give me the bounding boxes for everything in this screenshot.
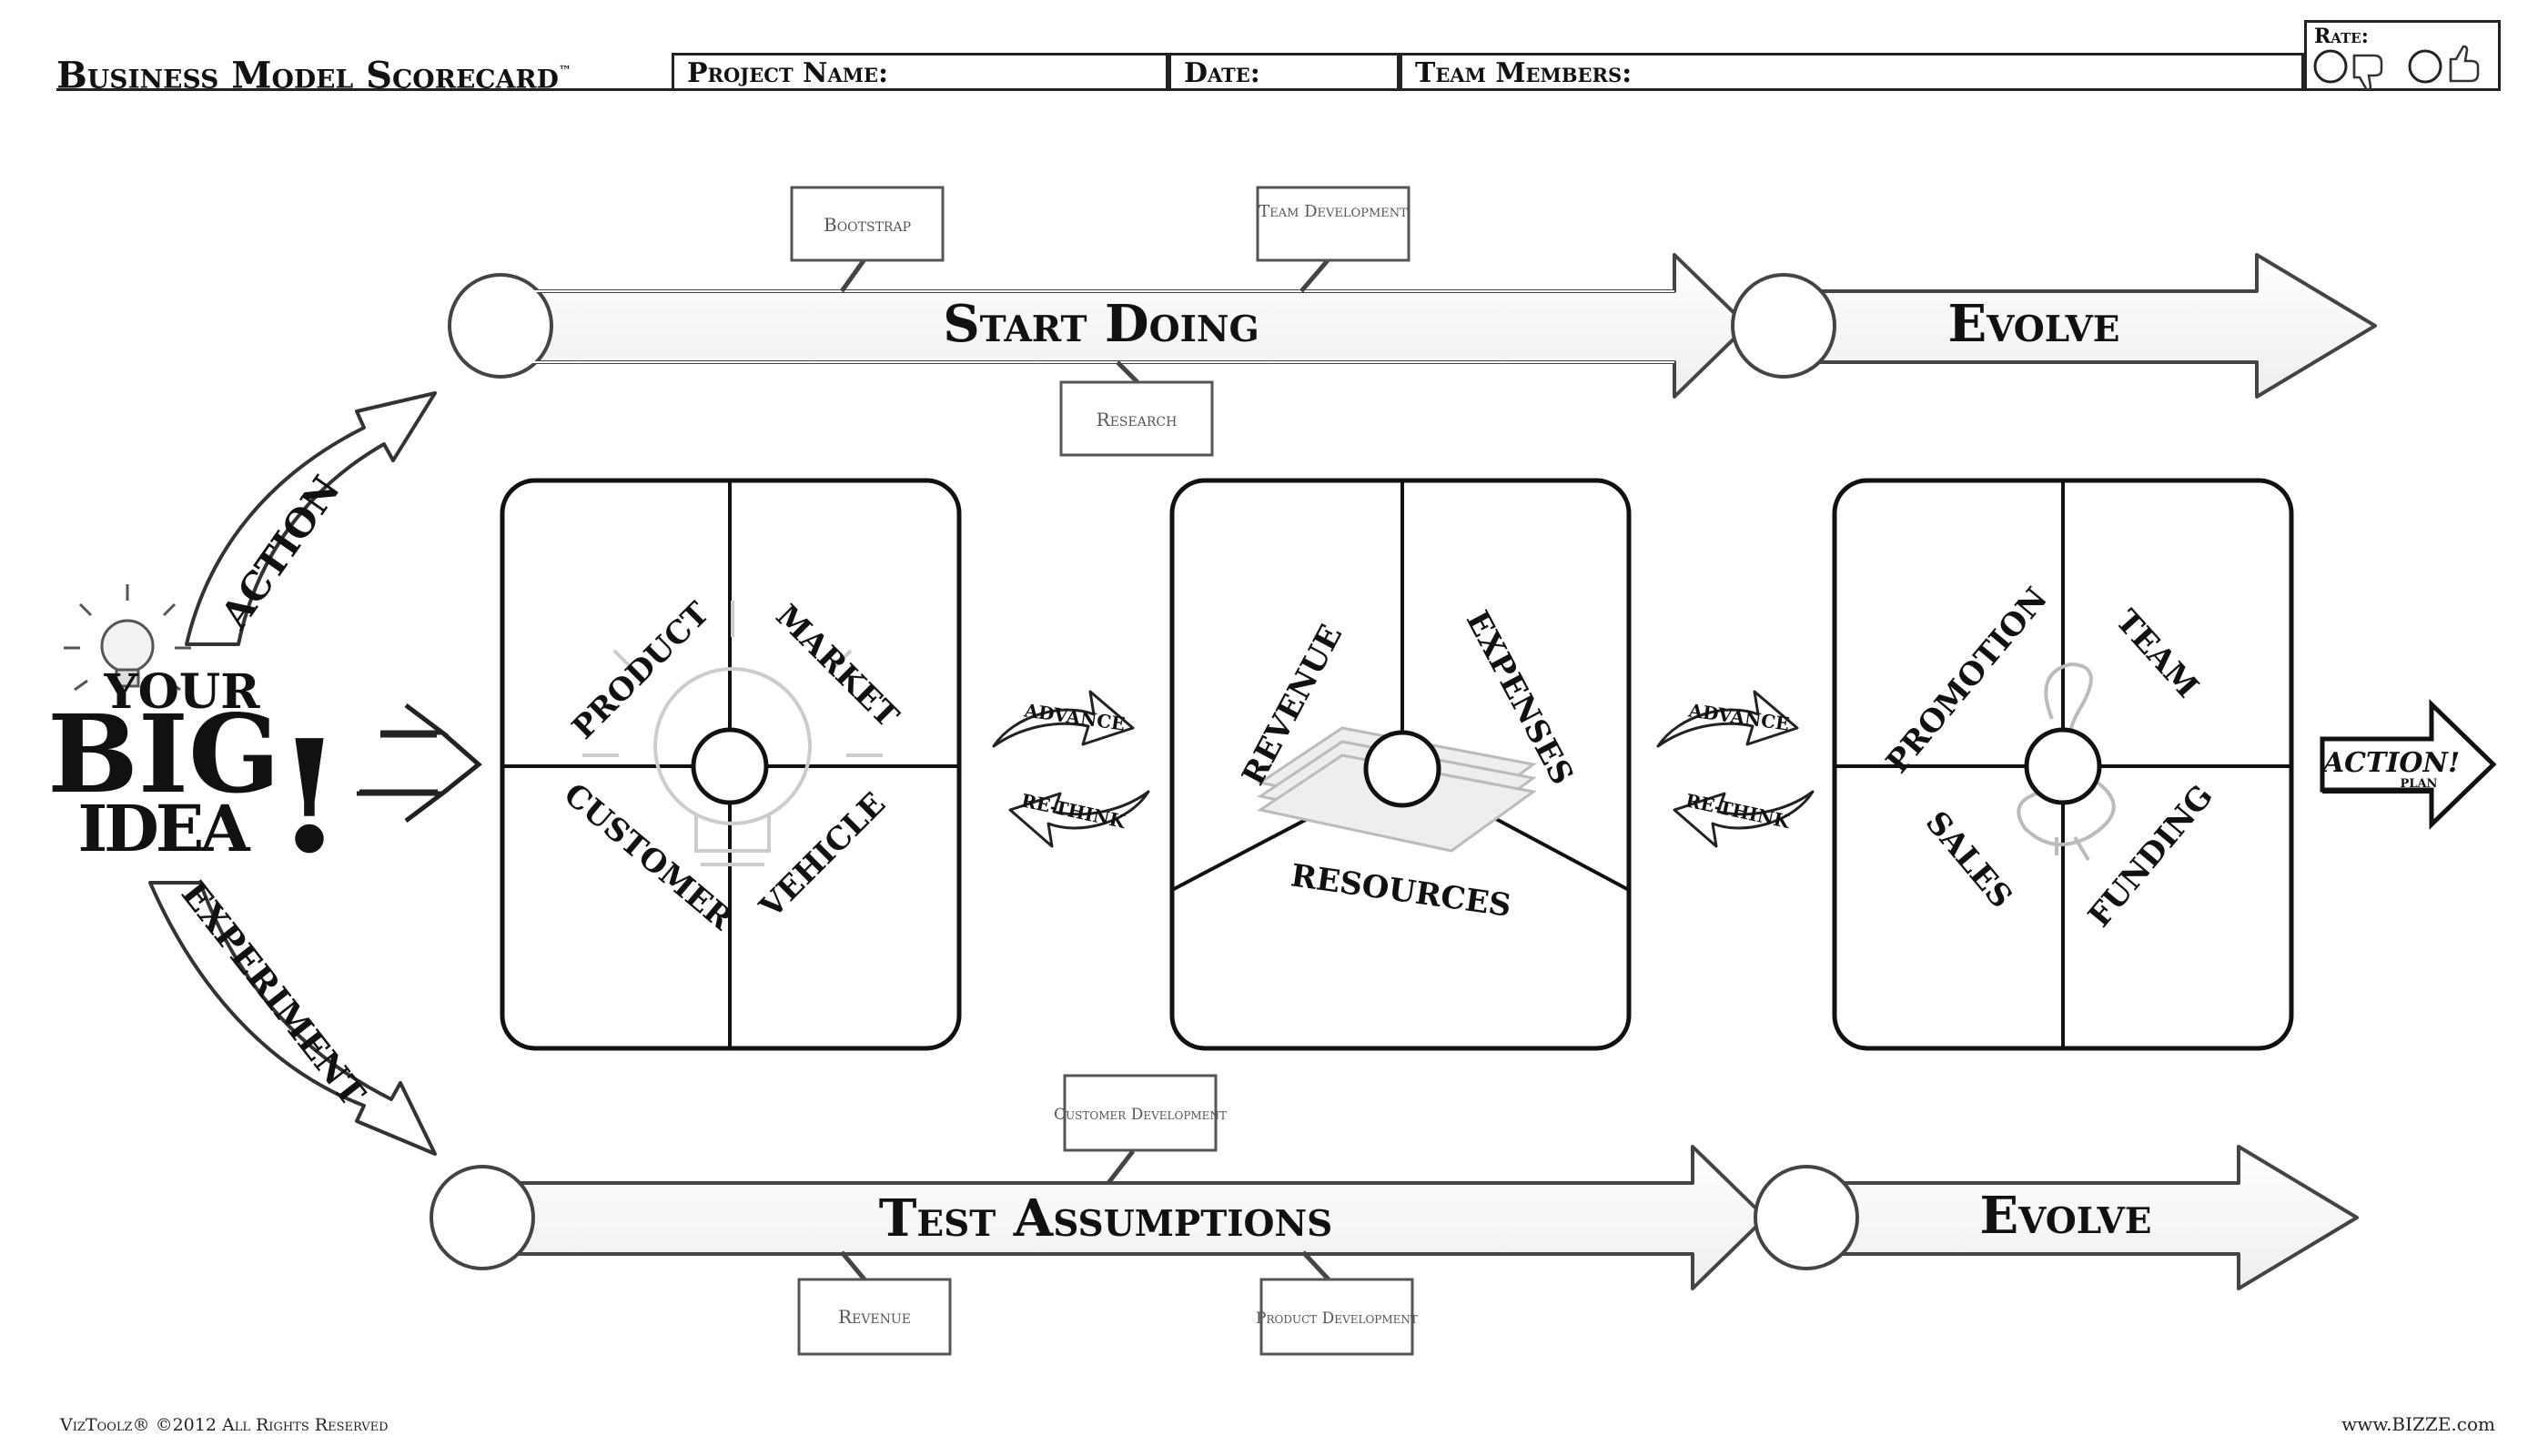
tag-team-development: Team Development [1256,186,1410,293]
tag-bootstrap: Bootstrap [790,186,945,293]
advance-label-2: ADVANCE [1686,699,1791,734]
thumbs-down-icon[interactable] [2352,54,2383,90]
tag-product-development: Product Development [1256,1250,1418,1356]
start-doing-label: Start Doing [943,294,1259,354]
project-name-field[interactable]: Project Name: [672,53,1168,91]
big-idea-line2: BIG [47,691,280,817]
scorecard-title: Business Model Scorecard™ [56,53,672,94]
tag-research: Research [1059,360,1214,457]
project-name-label: Project Name: [687,57,889,89]
tag-revenue: Revenue [797,1250,952,1356]
date-label: Date: [1184,57,1260,89]
big-idea: YOUR BIG IDEA ! [47,584,343,888]
big-idea-line3: IDEA [77,791,251,866]
team-members-label: Team Members: [1415,57,1633,89]
panel-promotion-team: PROMOTION TEAM SALES FUNDING [1832,478,2294,1051]
test-assumptions-label: Test Assumptions [879,1188,1333,1249]
website-footer[interactable]: www.BIZZE.com [2341,1413,2495,1435]
thumbs-up-icon[interactable] [2449,45,2480,83]
rate-label: Rate: [2314,25,2369,48]
advance-arrow-2: ADVANCE [1656,690,1799,748]
action-plan-sub-label: PLAN [2401,777,2438,791]
header-bar: Business Model Scorecard™ [56,53,2501,94]
date-field[interactable]: Date: [1168,53,1400,91]
advance-arrow-1: ADVANCE [992,690,1135,748]
top-evolve-label: Evolve [1947,294,2119,354]
copyright-footer: VizToolz® ©2012 All Rights Reserved [59,1415,389,1435]
rethink-arrow-1: RE-THINK [1008,789,1150,848]
tag-revenue-label: Revenue [838,1306,911,1328]
experiment-arrow: EXPERIMENT [148,874,437,1156]
rate-icons [2313,45,2480,90]
tag-team-development-label: Team Development [1259,202,1408,221]
team-members-field[interactable]: Team Members: [1400,53,2304,91]
tag-customer-development-label: Customer Development [1054,1106,1227,1124]
action-plan-label: ACTION! [2320,747,2460,779]
top-evolve-track: Evolve [1731,253,2377,399]
big-idea-exclaim: ! [276,706,344,888]
empty-circle-icon[interactable] [2313,49,2348,84]
tag-team-development-text: Team Development [1259,202,1408,221]
lightbulb-icon [582,601,883,866]
panel-revenue-expenses: REVENUE EXPENSES RESOURCES [1169,478,1632,1051]
panel-product-market: PRODUCT MARKET CUSTOMER VEHICLE [500,478,962,1051]
rate-box: Rate: [2304,20,2501,91]
entry-arrow [357,703,482,823]
lightbulb-icon [64,584,191,692]
test-assumptions-track: Test Assumptions [430,1145,1767,1290]
tag-bootstrap-label: Bootstrap [824,214,911,236]
rethink-arrow-2: RE-THINK [1673,789,1815,848]
big-idea-line1: YOUR [104,664,261,720]
experiment-label: EXPERIMENT [174,874,374,1114]
bottom-evolve-track: Evolve [1754,1145,2359,1290]
tag-customer-development: Customer Development [1054,1074,1227,1185]
action-plan-arrow[interactable]: ACTION! PLAN [2320,699,2497,830]
tag-product-development-label: Product Development [1256,1309,1418,1328]
tag-research-label: Research [1097,409,1178,430]
scorecard-title-text: Business Model Scorecard [56,54,559,97]
bottom-evolve-label: Evolve [1979,1186,2151,1246]
start-doing-track: Start Doing [448,253,1749,399]
action-arrow: ACTION [185,391,437,646]
trademark: ™ [558,64,571,78]
empty-circle-icon[interactable] [2408,49,2442,84]
advance-label-1: ADVANCE [1022,699,1127,734]
